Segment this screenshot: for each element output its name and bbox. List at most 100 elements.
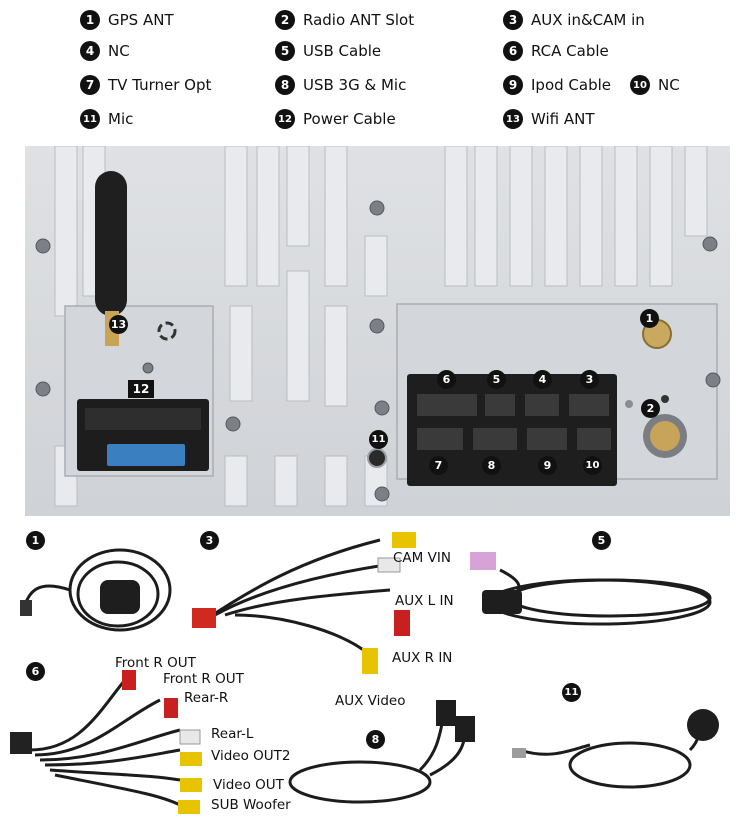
legend-label: AUX in&CAM in: [531, 11, 645, 29]
panel-marker-2: 2: [641, 399, 660, 418]
rear-panel-illustration: [25, 146, 730, 516]
label-front-r-out-1: Front R OUT: [115, 655, 196, 671]
legend-label: RCA Cable: [531, 42, 609, 60]
rear-r-plug: [164, 698, 178, 718]
panel-marker-8: 8: [482, 456, 501, 475]
label-cam-vin: CAM VIN: [393, 550, 451, 566]
aux-r-plug: [394, 610, 410, 636]
gps-puck: [100, 580, 140, 614]
panel-marker-12: 12: [128, 380, 154, 398]
legend-label: Ipod Cable: [531, 76, 611, 94]
usb-box: [482, 590, 522, 614]
front-r-plug: [122, 670, 136, 690]
legend-badge: 1: [80, 10, 100, 30]
label-aux-video: AUX Video: [335, 693, 406, 709]
rca-cable: [29, 679, 181, 807]
aux-cam-cable: [204, 538, 391, 657]
legend-label: Radio ANT Slot: [303, 11, 415, 29]
legend-label: NC: [108, 42, 130, 60]
panel-marker-13: 13: [109, 315, 128, 334]
legend-item-usb-3g-mic: 8 USB 3G & Mic: [275, 75, 406, 95]
mic-head: [687, 709, 719, 741]
cable-photos: [10, 532, 719, 814]
legend-item-power-cable: 12 Power Cable: [275, 109, 396, 129]
cam-vin-plug: [392, 532, 416, 548]
video-out2-plug: [180, 752, 202, 766]
photo-badge-aux: 3: [200, 531, 219, 550]
panel-marker-4: 4: [533, 370, 552, 389]
panel-marker-10: 10: [583, 456, 602, 475]
usb-cable: [488, 568, 712, 626]
photo-badge-gps: 1: [26, 531, 45, 550]
legend-label: Power Cable: [303, 110, 396, 128]
legend-item-usb-cable: 5 USB Cable: [275, 41, 381, 61]
rear-l-plug: [179, 729, 201, 745]
sub-woofer-plug: [178, 800, 200, 814]
legend-badge: 8: [275, 75, 295, 95]
label-rear-l: Rear-L: [211, 726, 254, 742]
legend-badge: 4: [80, 41, 100, 61]
legend-badge: 12: [275, 109, 295, 129]
legend-item-wifi-ant: 13 Wifi ANT: [503, 109, 595, 129]
legend-item-mic: 11 Mic: [80, 109, 133, 129]
legend-label: GPS ANT: [108, 11, 174, 29]
radio-ant-slot: [625, 395, 687, 458]
legend-label: Wifi ANT: [531, 110, 595, 128]
legend-item-radio-ant-slot: 2 Radio ANT Slot: [275, 10, 414, 30]
legend-item-ipod-cable: 9 Ipod Cable: [503, 75, 611, 95]
panel-marker-7: 7: [429, 456, 448, 475]
legend-badge: 10: [630, 75, 650, 95]
aux-l-plug: [377, 557, 401, 573]
label-rear-r: Rear-R: [184, 690, 229, 706]
photo-badge-rca: 6: [26, 662, 45, 681]
legend-item-nc-10: 10 NC: [630, 75, 680, 95]
legend-badge: 13: [503, 109, 523, 129]
legend-badge: 9: [503, 75, 523, 95]
panel-ribs: [54, 146, 708, 507]
gps-plug: [20, 600, 32, 616]
legend-item-rca-cable: 6 RCA Cable: [503, 41, 609, 61]
panel-logo: [157, 321, 177, 341]
photo-badge-usb3g: 8: [366, 730, 385, 749]
label-front-r-out-2: Front R OUT: [163, 671, 244, 687]
panel-screws: [35, 200, 721, 502]
rca-connector: [10, 732, 32, 754]
panel-marker-5: 5: [487, 370, 506, 389]
panel-marker-3: 3: [580, 370, 599, 389]
usb-connector-pink: [470, 552, 496, 570]
legend-badge: 11: [80, 109, 100, 129]
usb-3g-plug-2: [455, 716, 475, 742]
photo-badge-mic: 11: [562, 683, 581, 702]
legend-label: NC: [658, 76, 680, 94]
legend-badge: 7: [80, 75, 100, 95]
legend-badge: 3: [503, 10, 523, 30]
mic-plug: [512, 748, 526, 758]
aux-video-plug: [362, 648, 378, 674]
photo-badge-usb: 5: [592, 531, 611, 550]
video-out-plug: [180, 778, 202, 792]
usb-3g-plug-1: [436, 700, 456, 726]
legend-badge: 6: [503, 41, 523, 61]
legend-badge: 2: [275, 10, 295, 30]
aux-cam-connector: [192, 608, 216, 628]
legend-badge: 5: [275, 41, 295, 61]
power-connector: [77, 399, 209, 471]
legend-label: TV Turner Opt: [108, 76, 212, 94]
legend-item-gps-ant: 1 GPS ANT: [80, 10, 174, 30]
panel-marker-1: 1: [640, 309, 659, 328]
mic-jack: [367, 448, 387, 468]
gps-antenna-cable: [23, 548, 172, 632]
legend-label: USB Cable: [303, 42, 382, 60]
panel-marker-6: 6: [437, 370, 456, 389]
label-video-out2: Video OUT2: [211, 748, 291, 764]
connector-block: [407, 374, 617, 486]
label-aux-r-in: AUX R IN: [392, 650, 453, 666]
label-aux-l-in: AUX L IN: [395, 593, 454, 609]
legend-item-aux-cam-in: 3 AUX in&CAM in: [503, 10, 645, 30]
legend-label: USB 3G & Mic: [303, 76, 407, 94]
legend-item-tv-turner: 7 TV Turner Opt: [80, 75, 211, 95]
panel-marker-11: 11: [369, 430, 388, 449]
label-video-out: Video OUT: [213, 777, 284, 793]
legend-label: Mic: [108, 110, 134, 128]
label-sub-woofer: SUB Woofer: [211, 797, 291, 813]
